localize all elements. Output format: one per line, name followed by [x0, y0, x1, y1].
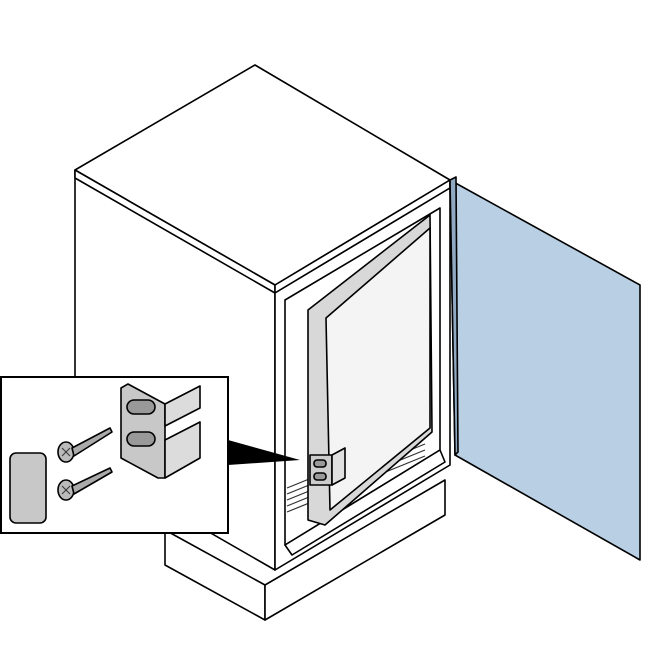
inner-panel [307, 214, 433, 526]
magnetic-catch [120, 383, 201, 479]
catch-on-panel [309, 447, 346, 486]
door [449, 176, 641, 561]
strike-plate [9, 452, 47, 524]
screw [57, 467, 113, 501]
plinth [164, 479, 446, 621]
cabinet-top [74, 64, 451, 294]
pointer-arrow [228, 440, 300, 465]
screw [57, 427, 113, 463]
parts-inset [0, 376, 229, 534]
